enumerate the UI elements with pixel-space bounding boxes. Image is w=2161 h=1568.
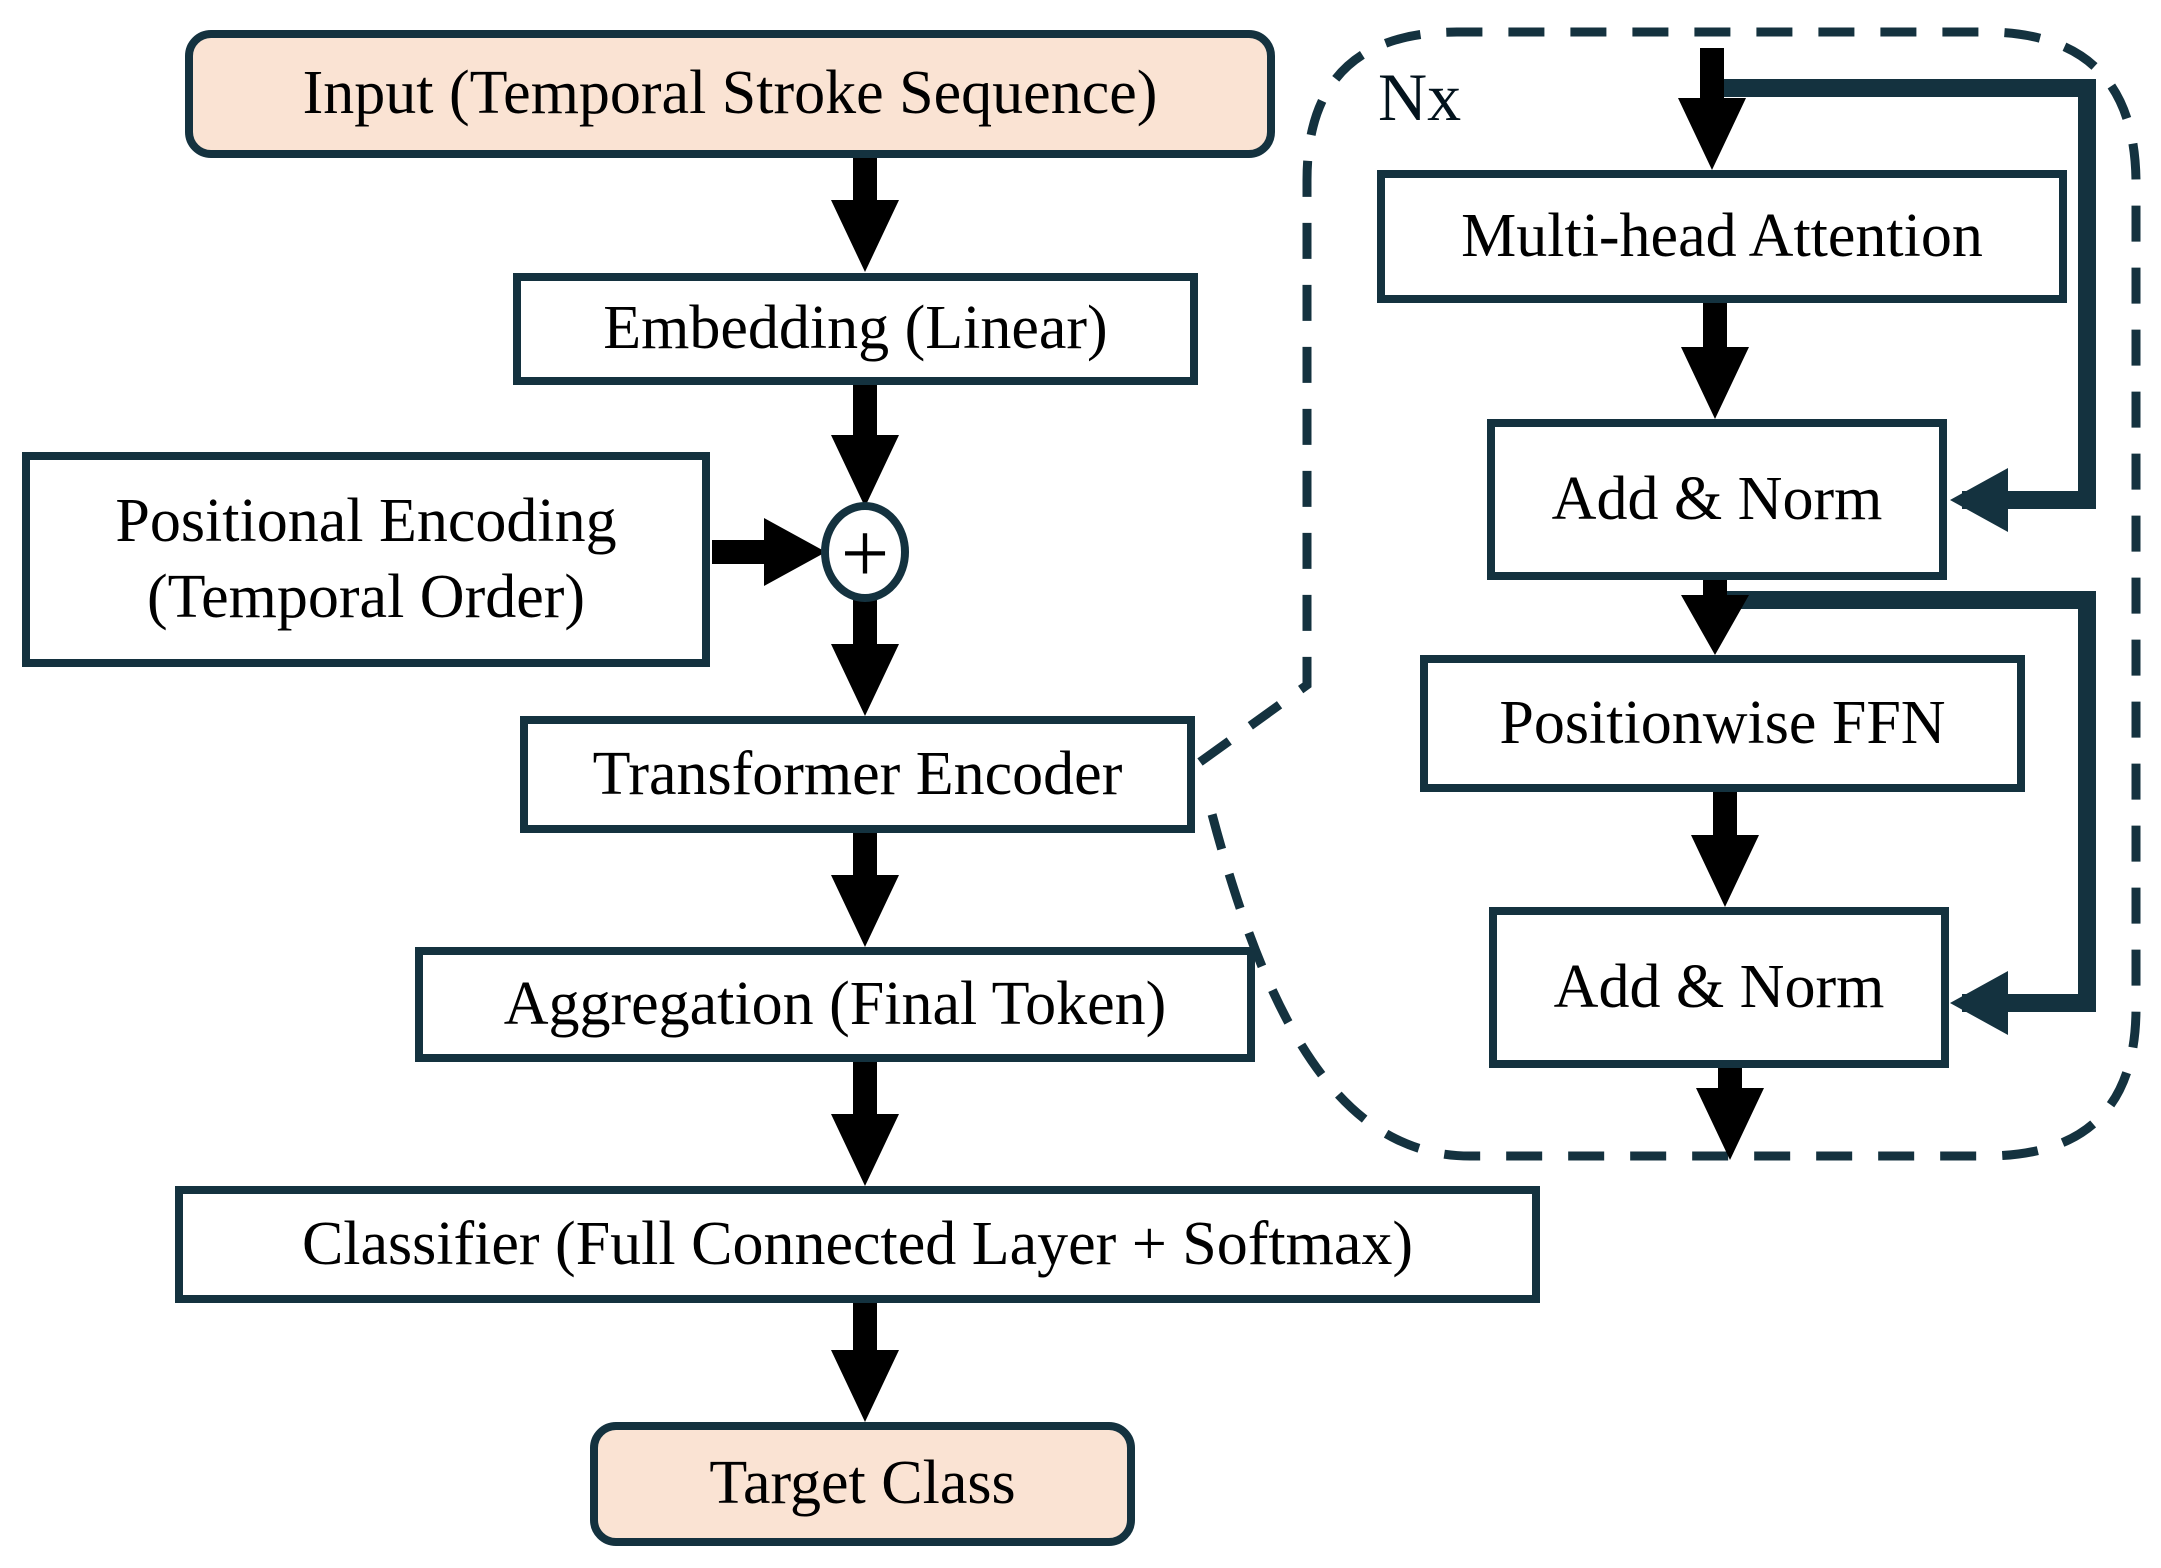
arrow-embedding-to-sum	[831, 385, 899, 507]
node-input-label: Input (Temporal Stroke Sequence)	[302, 59, 1158, 128]
arrow-detail-output	[1696, 1068, 1764, 1160]
node-aggregation: Aggregation (Final Token)	[415, 947, 1255, 1062]
node-transformer-encoder-label: Transformer Encoder	[592, 739, 1123, 808]
node-target-class-label: Target Class	[709, 1449, 1016, 1518]
residual-line-1	[1712, 79, 2096, 509]
arrow-detail-input-to-mha	[1678, 48, 1746, 170]
arrow-transformer-to-aggregation	[831, 833, 899, 947]
arrow-addnorm1-to-ffn	[1681, 580, 1749, 655]
node-positionwise-ffn-label: Positionwise FFN	[1499, 688, 1946, 757]
node-transformer-encoder: Transformer Encoder	[520, 716, 1195, 833]
node-add-norm-1: Add & Norm	[1487, 419, 1947, 580]
plus-icon: +	[841, 505, 890, 601]
encoder-detail-outline	[1197, 27, 2141, 1161]
arrow-classifier-to-target	[831, 1303, 899, 1422]
node-positionwise-ffn: Positionwise FFN	[1420, 655, 2025, 792]
node-multi-head-attention: Multi-head Attention	[1377, 170, 2067, 303]
node-target-class: Target Class	[590, 1422, 1135, 1546]
arrow-sum-to-transformer	[831, 598, 899, 716]
arrow-input-to-embedding	[831, 158, 899, 272]
arrow-mha-to-addnorm1	[1681, 303, 1749, 419]
residual-line-2	[1715, 591, 2096, 1012]
residual-arrowhead-1	[1950, 468, 2008, 532]
arrow-aggregation-to-classifier	[831, 1062, 899, 1186]
sum-circle	[821, 502, 909, 602]
arrow-posenc-to-sum	[712, 518, 826, 586]
node-add-norm-2-label: Add & Norm	[1553, 952, 1885, 1021]
repeat-count-label: Nx	[1378, 59, 1462, 135]
arrow-ffn-to-addnorm2	[1691, 792, 1759, 907]
node-aggregation-label: Aggregation (Final Token)	[503, 969, 1167, 1038]
node-embedding-label: Embedding (Linear)	[603, 294, 1108, 363]
node-add-norm-2: Add & Norm	[1489, 907, 1949, 1068]
node-add-norm-1-label: Add & Norm	[1551, 464, 1883, 533]
residual-arrowhead-2	[1950, 971, 2008, 1035]
node-positional-encoding-line1: Positional Encoding	[115, 486, 617, 555]
node-multi-head-attention-label: Multi-head Attention	[1461, 201, 1983, 270]
node-input: Input (Temporal Stroke Sequence)	[185, 30, 1275, 158]
node-classifier: Classifier (Full Connected Layer + Softm…	[175, 1186, 1540, 1303]
node-embedding: Embedding (Linear)	[513, 273, 1198, 385]
node-positional-encoding: Positional Encoding (Temporal Order)	[22, 452, 710, 667]
node-positional-encoding-line2: (Temporal Order)	[146, 562, 586, 631]
node-classifier-label: Classifier (Full Connected Layer + Softm…	[301, 1209, 1414, 1278]
